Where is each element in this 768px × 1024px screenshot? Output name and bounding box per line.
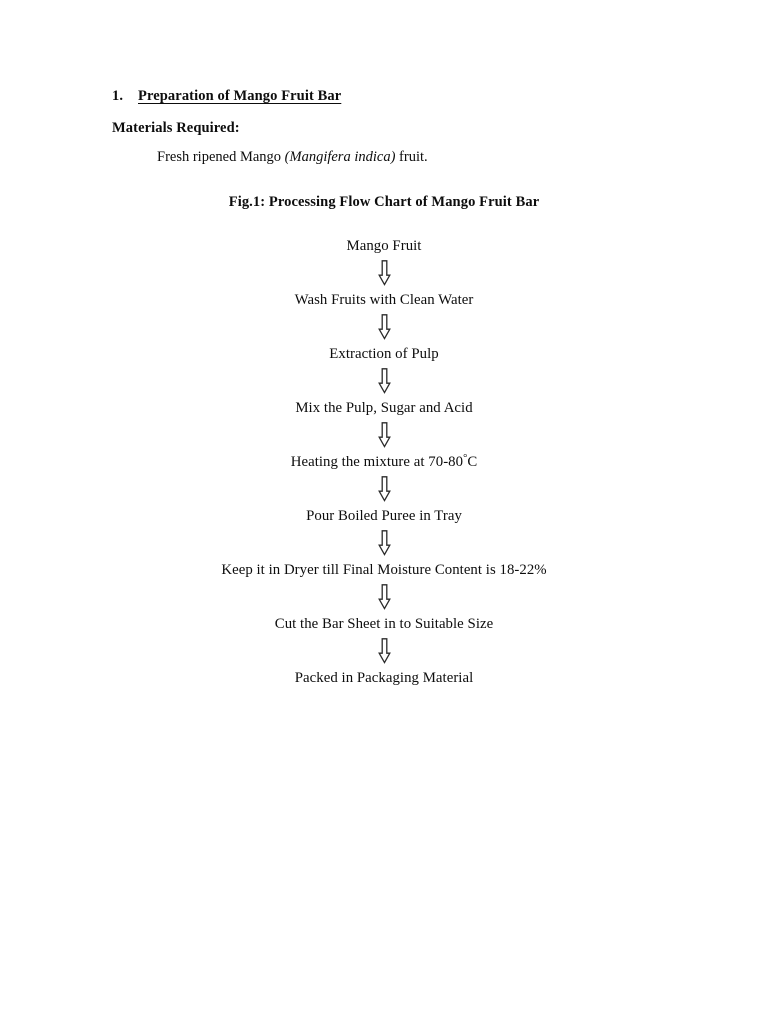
flow-step: Wash Fruits with Clean Water	[294, 292, 474, 308]
flow-step: Extraction of Pulp	[329, 346, 439, 362]
scientific-name: (Mangifera indica)	[284, 149, 396, 165]
section-number: 1.	[112, 88, 124, 104]
double-down-arrow-icon	[0, 418, 768, 452]
flow-step-unit: C	[467, 454, 478, 470]
section-title: Preparation of Mango Fruit Bar	[138, 88, 342, 104]
figure-caption: Fig.1: Processing Flow Chart of Mango Fr…	[228, 194, 540, 210]
double-down-arrow-icon	[0, 472, 768, 506]
materials-text-after: fruit.	[395, 149, 428, 165]
materials-description: Fresh ripened Mango (Mangifera indica) f…	[157, 149, 428, 166]
double-down-arrow-icon	[0, 256, 768, 290]
flow-step: Pour Boiled Puree in Tray	[306, 508, 462, 524]
materials-required-label: Materials Required:	[112, 120, 240, 136]
materials-text-before: Fresh ripened Mango	[157, 149, 285, 165]
flow-step: Mango Fruit	[346, 238, 422, 254]
double-down-arrow-icon	[0, 580, 768, 614]
section-heading: 1. Preparation of Mango Fruit Bar	[112, 88, 341, 105]
flow-step: Mix the Pulp, Sugar and Acid	[295, 400, 473, 416]
flow-step: Packed in Packaging Material	[294, 670, 474, 686]
flow-step: Keep it in Dryer till Final Moisture Con…	[221, 562, 547, 578]
double-down-arrow-icon	[0, 364, 768, 398]
flow-step-text: Heating the mixture at 70-80	[290, 454, 464, 470]
double-down-arrow-icon	[0, 310, 768, 344]
degree-symbol: °	[463, 453, 468, 464]
flow-step: Cut the Bar Sheet in to Suitable Size	[274, 616, 494, 632]
double-down-arrow-icon	[0, 634, 768, 668]
flow-step: Heating the mixture at 70-80°C	[0, 452, 768, 472]
double-down-arrow-icon	[0, 526, 768, 560]
